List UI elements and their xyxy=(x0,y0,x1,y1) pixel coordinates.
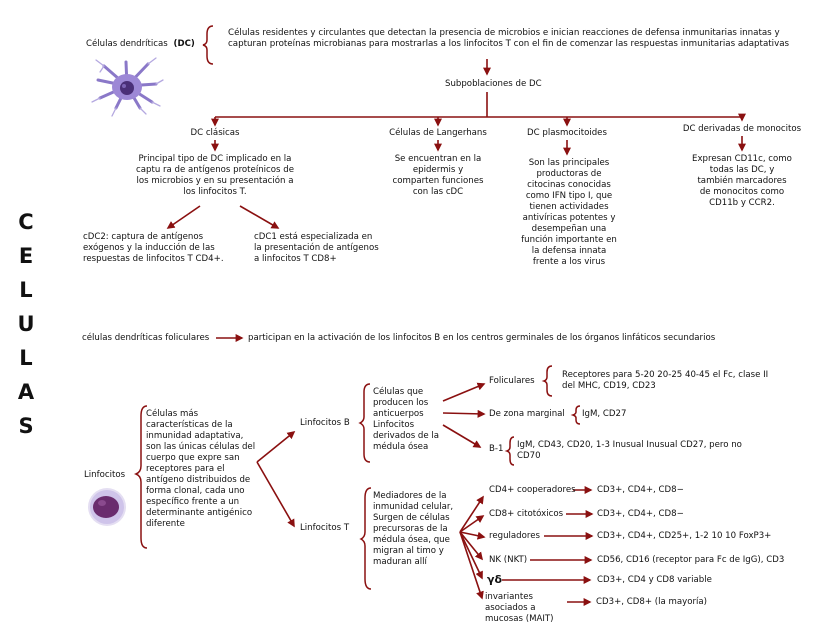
side-letter: L xyxy=(19,346,33,370)
follicular-label: células dendríticas foliculares xyxy=(82,333,210,343)
b-lymphocytes-desc: Células que producen los anticuerpos Lin… xyxy=(373,387,440,452)
arrow-t-2 xyxy=(459,515,485,533)
t-lymphocytes-label: Linfocitos T xyxy=(300,523,350,533)
subtype-name-2: Células de Langerhans xyxy=(389,128,487,138)
subtype-desc-2: Se encuentran en la epidermis y comparte… xyxy=(392,154,484,197)
side-letter: C xyxy=(18,210,34,234)
b-lymphocytes-label: Linfocitos B xyxy=(300,418,350,428)
cdc2-desc: cDC2: captura de antígenos exógenos y la… xyxy=(83,232,224,264)
t-type-name-1: CD4+ cooperadores xyxy=(489,485,576,495)
side-letter: S xyxy=(18,414,34,438)
side-letter: A xyxy=(17,380,35,404)
b-type-name-1: Foliculares xyxy=(489,376,535,386)
side-title: C E L U L A S xyxy=(16,205,36,443)
arrow-b-fol xyxy=(442,382,486,402)
subtype-desc-3: Son las principales productoras de citoc… xyxy=(521,158,617,267)
arrow-cdc2 xyxy=(166,205,201,229)
lymphocyte-image xyxy=(88,488,126,526)
subtype-desc-1: Principal tipo de DC implicado en la cap… xyxy=(136,154,294,197)
brace-fol xyxy=(541,365,553,397)
t-type-markers-6: CD3+, CD8+ (la mayoría) xyxy=(596,597,708,607)
brace-mz xyxy=(570,405,581,425)
arrow-t-3 xyxy=(459,531,486,540)
lymphocytes-label: Linfocitos xyxy=(84,470,126,480)
arrow-t-1 xyxy=(459,495,484,533)
brace-b xyxy=(358,383,371,463)
side-letter: L xyxy=(19,278,33,302)
dendritic-cell-image xyxy=(91,57,164,117)
b-type-markers-1: Receptores para 5-20 20-25 40-45 el Fc, … xyxy=(562,370,769,391)
t-lymphocytes-desc: Mediadores de la inmunidad celular, Surg… xyxy=(373,491,454,567)
t-type-name-5: γδ xyxy=(487,573,503,586)
dendritic-abbr: (DC) xyxy=(173,39,195,49)
dendritic-label-text: Células dendríticas xyxy=(86,39,168,49)
b-type-name-3: B-1 xyxy=(489,444,504,454)
arrow-b-mz xyxy=(442,409,486,418)
b-type-markers-3: IgM, CD43, CD20, 1-3 Inusual Inusual CD2… xyxy=(517,440,742,461)
arrow-t-6 xyxy=(459,531,484,600)
arrow-cdc1 xyxy=(239,205,280,229)
subtype-name-1: DC clásicas xyxy=(190,128,240,138)
arrow-lt xyxy=(256,461,295,528)
arrow-b-b1 xyxy=(442,424,482,448)
arrow-t-4 xyxy=(459,531,484,561)
brace-linfocitos xyxy=(133,405,148,549)
b-type-name-2: De zona marginal xyxy=(489,409,565,419)
subtype-desc-4: Expresan CD11c, como todas las DC, y tam… xyxy=(692,154,792,208)
arrow-lb xyxy=(256,430,296,463)
t-type-markers-5: CD3+, CD4 y CD8 variable xyxy=(597,575,712,585)
follicular-desc: participan en la activación de los linfo… xyxy=(248,333,716,343)
brace-t xyxy=(359,487,372,590)
subpop-title: Subpoblaciones de DC xyxy=(445,79,542,89)
arrow-t-5 xyxy=(459,531,483,580)
t-type-name-2: CD8+ citotóxicos xyxy=(489,509,564,519)
subtype-name-3: DC plasmocitoides xyxy=(527,128,607,138)
cdc1-desc: cDC1 está especializada en la presentaci… xyxy=(254,232,379,264)
lymphocytes-desc: Células más características de la inmuni… xyxy=(146,409,256,529)
brace-b1 xyxy=(504,436,515,466)
t-type-markers-2: CD3+, CD4+, CD8− xyxy=(597,509,684,519)
subtype-name-4: DC derivadas de monocitos xyxy=(682,124,802,134)
side-letter: U xyxy=(17,312,35,336)
t-type-markers-4: CD56, CD16 (receptor para Fc de IgG), CD… xyxy=(597,555,785,565)
t-type-name-6: invariantes asociados a mucosas (MAIT) xyxy=(485,592,554,624)
brace-dc xyxy=(202,25,214,65)
t-type-name-3: reguladores xyxy=(489,531,541,541)
side-letter: E xyxy=(18,244,34,268)
dendritic-label: Células dendríticas (DC) xyxy=(86,39,195,50)
t-type-markers-1: CD3+, CD4+, CD8− xyxy=(597,485,684,495)
dendritic-definition: Células residentes y circulantes que det… xyxy=(228,28,790,49)
b-type-markers-2: IgM, CD27 xyxy=(582,409,627,419)
t-type-name-4: NK (NKT) xyxy=(489,555,528,565)
t-type-markers-3: CD3+, CD4+, CD25+, 1-2 10 10 FoxP3+ xyxy=(597,531,772,541)
